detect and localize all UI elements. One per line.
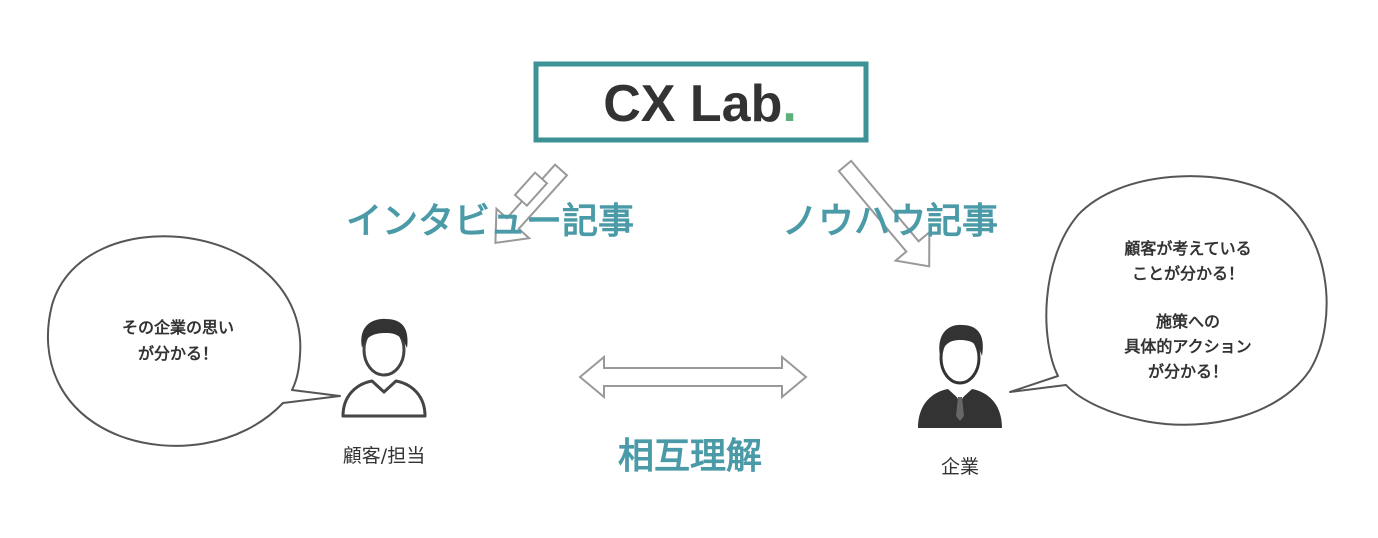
company-bubble-outline: [1009, 175, 1328, 426]
customer-bubble-line-2: が分かる！: [138, 344, 218, 363]
customer-bubble-line-1: その企業の思い: [122, 318, 234, 337]
company-bubble-line-1: 顧客が考えている: [1124, 239, 1251, 258]
person-body: [341, 379, 427, 418]
company-speech-bubble: 顧客が考えている ことが分かる！ 施策への 具体的アクション が分かる！: [1009, 175, 1328, 426]
mutual-double-arrow: [578, 354, 808, 400]
customer-caption: 顧客/担当: [343, 445, 425, 467]
interview-article-label: インタビュー記事: [346, 201, 634, 242]
interview-arrow: [494, 163, 569, 244]
customer-speech-bubble: その企業の思い が分かる！: [46, 235, 341, 447]
interview-arrow-shape-2: [513, 171, 549, 208]
logo-dot: .: [782, 75, 796, 133]
company-caption: 企業: [941, 456, 979, 478]
logo-name: CX Lab: [603, 75, 782, 133]
businessman-hair: [939, 324, 983, 356]
company-bubble-line-4: 施策への: [1156, 312, 1220, 331]
logo-border: [533, 61, 869, 143]
knowhow-arrow-shape: [837, 159, 931, 268]
businessman-shirt: [952, 390, 968, 402]
person-hair: [361, 318, 408, 348]
company-bubble-line-6: が分かる！: [1148, 362, 1228, 381]
customer-bubble-outline: [46, 235, 341, 447]
logo-text: CX Lab.: [603, 75, 797, 133]
company-bubble-line-2: ことが分かる！: [1132, 264, 1244, 283]
knowhow-arrow: [837, 159, 931, 268]
person-icon: [341, 318, 427, 418]
knowhow-article-label: ノウハウ記事: [782, 201, 998, 242]
mutual-understanding-label: 相互理解: [618, 436, 762, 477]
cx-lab-logo: CX Lab.: [533, 61, 869, 143]
businessman-icon: [918, 324, 1002, 428]
company-bubble-line-5: 具体的アクション: [1124, 337, 1251, 356]
interview-arrow-shape: [494, 163, 569, 244]
businessman-tie: [956, 397, 964, 421]
